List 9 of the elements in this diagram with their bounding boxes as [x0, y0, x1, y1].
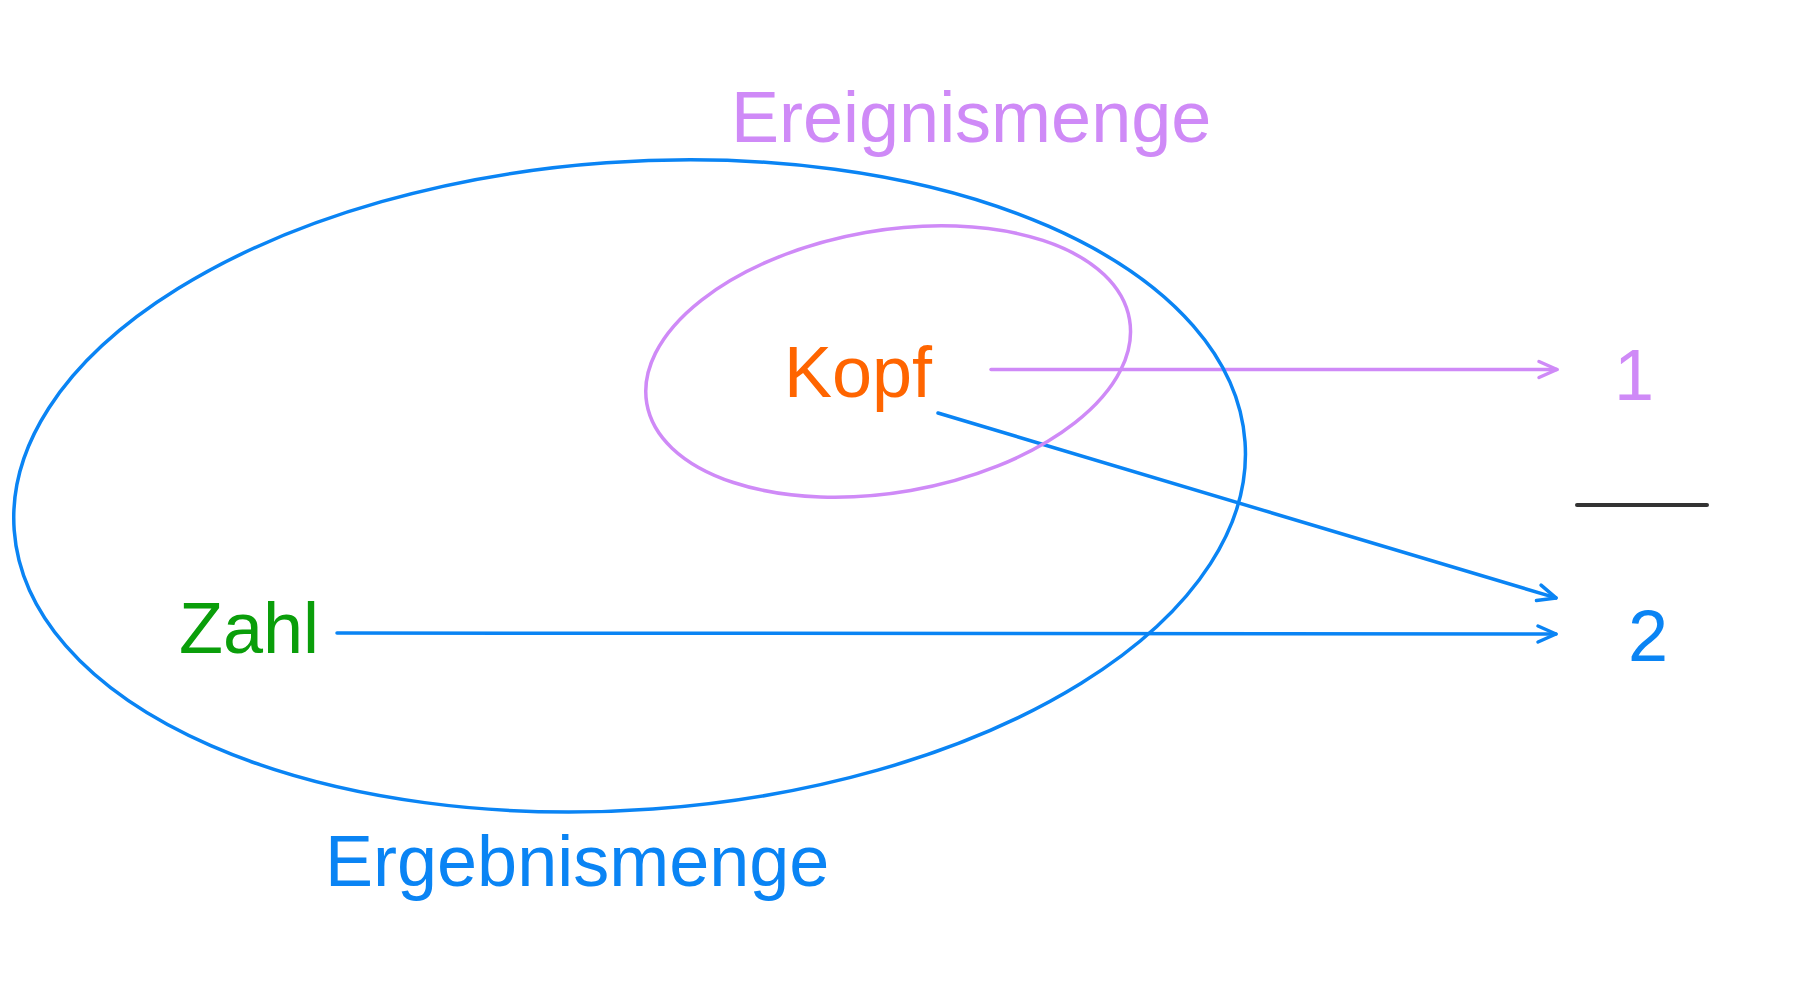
number-label: 1 [1614, 334, 1655, 416]
number-label: 2 [1628, 595, 1669, 677]
arrow [335, 624, 1558, 644]
arrow [989, 359, 1559, 380]
element-label: Zahl [179, 587, 320, 669]
set-label: Ereignismenge [731, 76, 1212, 158]
set-label: Ergebnismenge [325, 820, 830, 902]
arrow [936, 411, 1558, 603]
element-label: Kopf [784, 331, 933, 413]
